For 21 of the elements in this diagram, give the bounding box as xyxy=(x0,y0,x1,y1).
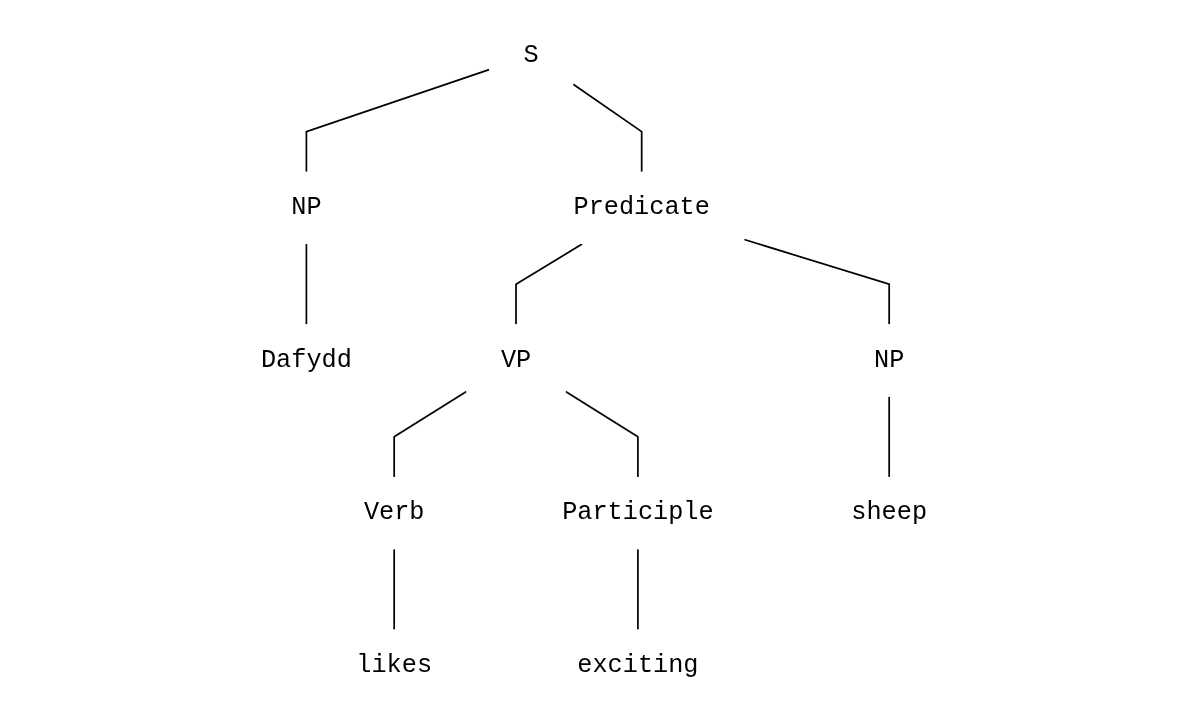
node-text: Participle xyxy=(562,498,714,528)
connector xyxy=(305,243,308,326)
connector xyxy=(564,390,639,478)
node-text: VP xyxy=(500,346,532,375)
node-text: exciting xyxy=(577,651,699,681)
connector xyxy=(393,548,396,631)
connector xyxy=(393,390,468,478)
node-text: sheep xyxy=(851,498,928,528)
node-text: NP xyxy=(291,193,322,223)
node-text: Verb xyxy=(363,498,425,528)
node-text: S xyxy=(523,40,539,70)
connector xyxy=(572,83,643,173)
connector xyxy=(515,243,583,326)
connector xyxy=(888,395,891,478)
node-text: Dafydd xyxy=(260,346,352,375)
node-text: NP xyxy=(874,346,905,375)
connector xyxy=(305,68,491,173)
connector xyxy=(743,238,891,326)
node-text: likes xyxy=(356,651,433,681)
connector xyxy=(637,548,639,631)
node-text: Predicate xyxy=(573,193,710,223)
